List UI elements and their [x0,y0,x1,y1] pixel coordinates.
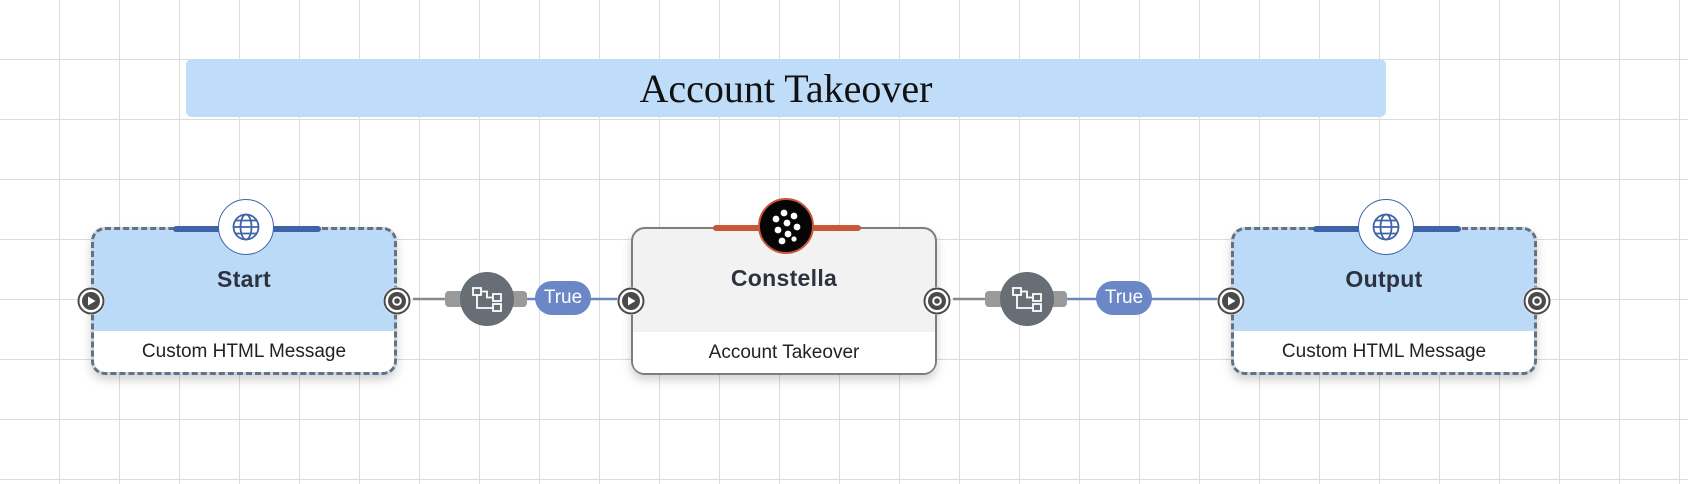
node-constella[interactable]: Constella Account Takeover [617,198,951,375]
branch-icon [1012,287,1042,312]
globe-icon [218,199,274,255]
node-subtitle: Custom HTML Message [1234,331,1534,372]
node-start[interactable]: Start Custom HTML Message [77,199,411,375]
condition-node-1[interactable] [460,272,514,326]
constella-logo-icon [758,198,814,254]
node-subtitle-text: Account Takeover [708,341,860,363]
globe-icon [1358,199,1414,255]
node-subtitle: Custom HTML Message [94,331,394,372]
node-body: Start Custom HTML Message [94,230,394,372]
node-title: Start [217,266,271,292]
node-body: Constella Account Takeover [633,229,935,373]
node-subtitle-text: Custom HTML Message [1281,340,1487,362]
output-port[interactable] [383,287,411,315]
edge-constella-to-output[interactable] [953,291,1222,307]
node-subtitle: Account Takeover [633,332,935,373]
output-port[interactable] [923,287,951,315]
input-port[interactable] [77,287,105,315]
edge-label-true[interactable]: True [535,281,591,315]
diagram-title-banner: Account Takeover [186,59,1386,117]
edge-label-true[interactable]: True [1096,281,1152,315]
edge-label-text: True [543,287,583,308]
branch-icon [472,287,502,312]
node-body: Output Custom HTML Message [1234,230,1534,372]
output-port[interactable] [1523,287,1551,315]
edge-label-text: True [1104,287,1144,308]
node-output[interactable]: Output Custom HTML Message [1217,199,1551,375]
diagram-title: Account Takeover [639,65,933,111]
node-title: Constella [730,265,838,291]
input-port[interactable] [617,287,645,315]
condition-node-2[interactable] [1000,272,1054,326]
node-subtitle-text: Custom HTML Message [141,340,347,362]
input-port[interactable] [1217,287,1245,315]
node-title: Output [1345,266,1423,292]
